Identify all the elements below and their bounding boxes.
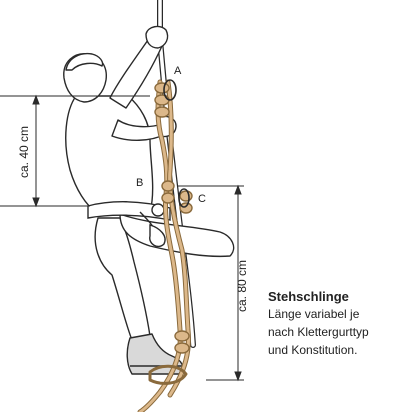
label-b: B — [136, 177, 143, 189]
dimension-lower-label: ca. 80 cm — [235, 260, 249, 312]
knot-c — [180, 191, 192, 213]
dimension-upper-label: ca. 40 cm — [17, 126, 31, 178]
prusik-knot-a — [155, 83, 169, 117]
torso — [66, 96, 153, 212]
climber-figure — [64, 27, 234, 374]
caption-line-2: nach Klettergurttyp — [268, 323, 396, 341]
caption-line-1: Länge variabel je — [268, 305, 396, 323]
caption: Stehschlinge Länge variabel je nach Klet… — [268, 288, 396, 359]
label-c: C — [198, 193, 206, 205]
upper-hand — [146, 27, 168, 48]
raised-arm — [110, 40, 162, 108]
caption-line-3: und Konstitution. — [268, 341, 396, 359]
label-a: A — [174, 65, 182, 77]
caption-title: Stehschlinge — [268, 288, 396, 305]
